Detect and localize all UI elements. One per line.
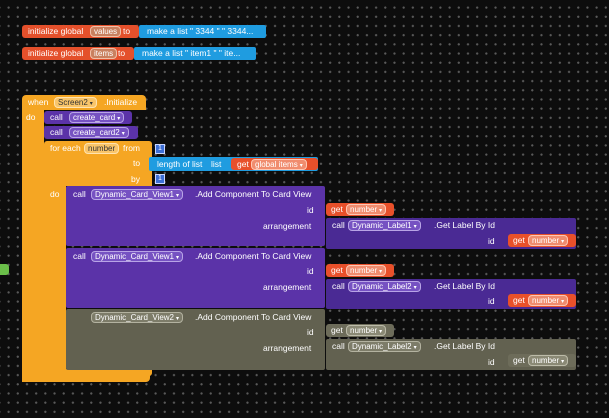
loop-variable-field[interactable]: number: [84, 143, 120, 154]
global-init-label: initialize global: [28, 26, 84, 36]
procedure-dropdown[interactable]: create_card▾: [69, 112, 125, 123]
add-component-call-1[interactable]: call Dynamic_Card_View1▾ .Add Component …: [66, 186, 325, 246]
do-label: do: [26, 112, 36, 122]
id-param-label: id: [488, 296, 495, 306]
method-label: .Add Component To Card View: [195, 312, 312, 322]
call-label: call: [332, 220, 345, 230]
component-dropdown[interactable]: Dynamic_Card_View1▾: [91, 251, 184, 262]
make-list-label: make a list " 3344 " " 3344...: [147, 26, 254, 36]
for-each-spine: [44, 186, 66, 375]
do-label: do: [50, 189, 60, 199]
add-component-call-2[interactable]: call Dynamic_Card_View1▾ .Add Component …: [66, 248, 325, 308]
arrangement-param-label: arrangement: [263, 343, 312, 353]
event-body-spine: [22, 110, 44, 382]
get-label: get: [331, 204, 343, 214]
add-component-call-3-disabled[interactable]: Dynamic_Card_View2▾ .Add Component To Ca…: [66, 309, 325, 370]
for-each-loop[interactable]: for each number from to by: [44, 141, 152, 186]
for-each-footer: [44, 369, 152, 376]
global-init-label: initialize global: [28, 48, 84, 58]
variable-dropdown[interactable]: number▾: [346, 325, 387, 336]
procedure-dropdown[interactable]: create_card2▾: [69, 127, 129, 138]
event-name-label: .Initialize: [104, 97, 138, 107]
call-label: call: [73, 251, 86, 261]
when-label: when: [28, 97, 49, 107]
get-number-block[interactable]: get number▾: [508, 234, 576, 247]
get-label: get: [513, 355, 525, 365]
global-to-label: to: [123, 26, 131, 36]
get-label: get: [237, 159, 249, 169]
get-number-block[interactable]: get number▾: [326, 264, 394, 277]
get-label: get: [513, 295, 525, 305]
global-to-label: to: [118, 48, 126, 58]
event-footer: [22, 372, 150, 382]
variable-dropdown[interactable]: global items▾: [251, 159, 307, 170]
id-param-label: id: [307, 205, 314, 215]
variable-dropdown[interactable]: number▾: [528, 355, 569, 366]
get-number-block[interactable]: get number▾: [508, 294, 576, 307]
get-label: get: [331, 265, 343, 275]
by-number-block[interactable]: 1: [155, 174, 165, 184]
global-items-block[interactable]: initialize global items to: [22, 47, 134, 60]
component-dropdown[interactable]: Screen2▾: [54, 97, 97, 108]
call-create-card[interactable]: call create_card▾: [44, 111, 132, 124]
global-name-field[interactable]: values: [90, 26, 122, 37]
id-param-label: id: [488, 357, 495, 367]
get-label: get: [331, 325, 343, 335]
component-dropdown[interactable]: Dynamic_Card_View1▾: [91, 189, 184, 200]
make-list-block[interactable]: make a list " 3344 " " 3344...: [139, 25, 266, 38]
get-number-block[interactable]: get number▾: [508, 354, 576, 367]
method-label: .Get Label By Id: [434, 281, 495, 291]
global-values-block[interactable]: initialize global values to: [22, 25, 139, 38]
variable-dropdown[interactable]: number▾: [346, 265, 387, 276]
variable-dropdown[interactable]: number▾: [528, 235, 569, 246]
method-label: .Get Label By Id: [434, 220, 495, 230]
call-create-card2[interactable]: call create_card2▾: [44, 126, 138, 139]
id-param-label: id: [307, 266, 314, 276]
make-list-label: make a list " item1 " " ite...: [142, 48, 241, 58]
call-label: call: [332, 341, 345, 351]
make-list-block[interactable]: make a list " item1 " " ite...: [134, 47, 256, 60]
variable-dropdown[interactable]: number▾: [346, 204, 387, 215]
call-label: call: [50, 112, 63, 122]
when-initialize-event[interactable]: when Screen2▾ .Initialize: [22, 95, 146, 110]
collapsed-block-stub[interactable]: [0, 264, 9, 275]
call-label: call: [332, 281, 345, 291]
call-label: call: [50, 127, 63, 137]
component-dropdown[interactable]: Dynamic_Label1▾: [348, 220, 421, 231]
method-label: .Add Component To Card View: [195, 189, 312, 199]
global-name-field[interactable]: items: [90, 48, 118, 59]
length-of-list-label: length of list: [157, 159, 203, 169]
component-dropdown[interactable]: Dynamic_Card_View2▾: [91, 312, 184, 323]
get-label: get: [513, 235, 525, 245]
to-label: to: [133, 158, 141, 168]
get-global-items[interactable]: get global items▾: [231, 158, 318, 170]
id-param-label: id: [488, 236, 495, 246]
call-label: call: [73, 189, 86, 199]
variable-dropdown[interactable]: number▾: [528, 295, 569, 306]
method-label: .Add Component To Card View: [195, 251, 312, 261]
for-each-label: for each: [50, 143, 81, 153]
id-param-label: id: [307, 327, 314, 337]
arrangement-param-label: arrangement: [263, 282, 312, 292]
list-label: list: [211, 159, 222, 169]
from-number-block[interactable]: 1: [155, 144, 165, 154]
get-number-block[interactable]: get number▾: [326, 324, 394, 337]
by-label: by: [131, 174, 140, 184]
get-number-block[interactable]: get number▾: [326, 203, 394, 216]
method-label: .Get Label By Id: [434, 341, 495, 351]
component-dropdown[interactable]: Dynamic_Label2▾: [348, 281, 421, 292]
component-dropdown[interactable]: Dynamic_Label2▾: [348, 341, 421, 352]
from-label: from: [123, 143, 140, 153]
arrangement-param-label: arrangement: [263, 221, 312, 231]
